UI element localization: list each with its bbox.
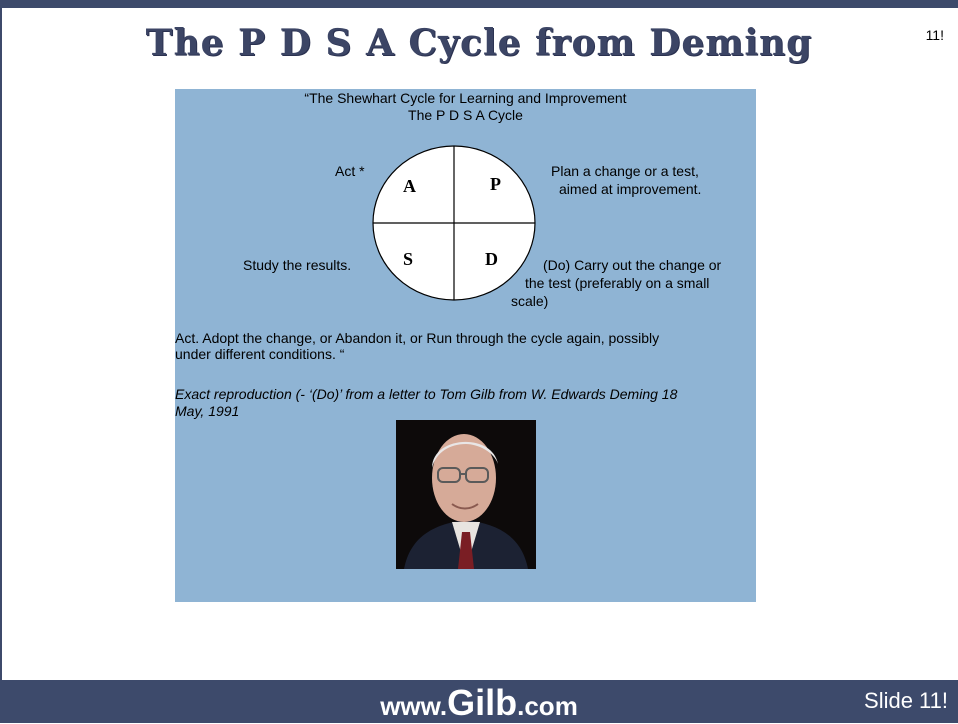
do-line2: the test (preferably on a small [525,275,710,291]
pdsa-circle [372,145,536,301]
source-line2: May, 1991 [175,403,240,419]
site-name: Gilb [447,682,518,723]
do-line3: scale) [511,293,549,309]
top-bar [0,0,958,8]
site-suffix: .com [517,691,578,721]
quadrant-d: D [485,249,498,269]
source-line1: Exact reproduction (- ‘(Do)’ from a lett… [175,386,678,402]
act-label: Act * [335,163,365,179]
do-line1: (Do) Carry out the change or [543,257,722,273]
slide-number: Slide 11! [864,688,948,713]
study-label: Study the results. [243,257,352,273]
act-text-line2: under different conditions. “ [175,346,345,362]
pdsa-cycle-diagram: A P S D [372,145,536,301]
quote-header-line1: “The Shewhart Cycle for Learning and Imp… [304,90,627,106]
quadrant-s: S [403,249,414,269]
act-text-line1: Act. Adopt the change, or Abandon it, or… [175,330,660,346]
deming-portrait [396,420,536,569]
site-url: www.Gilb.com [0,682,958,724]
quadrant-p: P [490,174,501,194]
plan-line1: Plan a change or a test, [551,163,699,179]
page-number-top: 11! [925,27,944,43]
left-border [0,8,2,680]
footer-bar: www.Gilb.com Slide 11! [0,680,958,723]
quote-header-line2: The P D S A Cycle [408,107,523,123]
quadrant-a: A [403,176,416,196]
plan-line2: aimed at improvement. [559,181,702,197]
slide-title: The P D S A Cycle from Deming [145,22,813,64]
site-prefix: www. [380,691,448,721]
content-panel: “The Shewhart Cycle for Learning and Imp… [175,89,756,602]
